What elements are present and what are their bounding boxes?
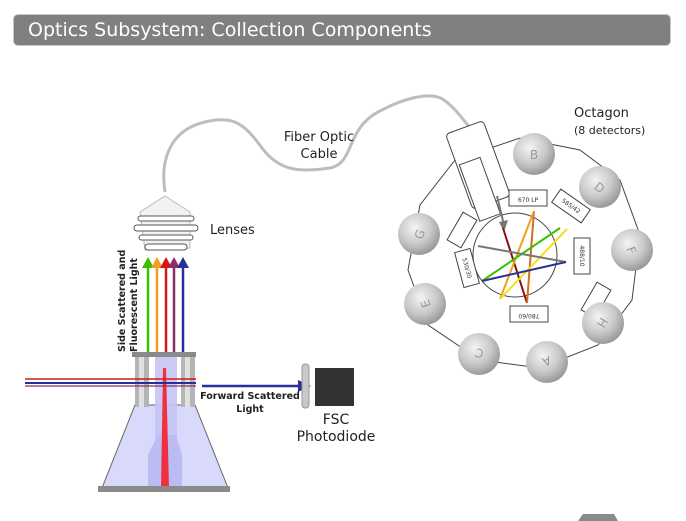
fsc-photodiode xyxy=(315,368,354,406)
side-scatter-arrows xyxy=(142,257,189,352)
svg-text:B: B xyxy=(530,148,538,162)
fiber-optic-cable xyxy=(162,94,472,193)
svg-text:F: F xyxy=(623,245,639,256)
lens-assembly xyxy=(133,195,199,251)
page-title: Optics Subsystem: Collection Components xyxy=(28,19,432,41)
lenses-label: Lenses xyxy=(210,223,255,238)
forward-scatter-label-2: Light xyxy=(236,404,264,415)
octagon-light-paths xyxy=(477,195,568,304)
bottom-tab xyxy=(578,514,618,521)
detector-b: B xyxy=(513,133,555,175)
detector-g: G xyxy=(398,213,440,255)
octagon-label-2: (8 detectors) xyxy=(574,124,645,137)
svg-text:G: G xyxy=(412,228,428,242)
fsc-label-2: Photodiode xyxy=(297,429,376,445)
side-scatter-label-1: Side Scattered and xyxy=(117,250,128,352)
filter-label: 780/60 xyxy=(518,312,539,319)
detector-e: E xyxy=(404,283,446,325)
detector-d: D xyxy=(579,166,621,208)
side-scatter-label-2: Fluorescent Light xyxy=(129,258,140,352)
detector-h: H xyxy=(582,302,624,344)
title-bar: Optics Subsystem: Collection Components xyxy=(14,15,670,45)
flow-cell xyxy=(98,352,230,492)
detector-f: F xyxy=(611,229,653,271)
fiber-label-2: Cable xyxy=(301,147,338,162)
detectors: B D F H A C E G xyxy=(398,133,653,383)
fsc-label-1: FSC xyxy=(323,412,350,428)
detector-c: C xyxy=(458,333,500,375)
detector-a: A xyxy=(526,341,568,383)
filter-label: 670 LP xyxy=(518,197,539,204)
svg-text:E: E xyxy=(418,298,434,310)
filter-label: 488/10 xyxy=(578,245,585,266)
octagon-label-1: Octagon xyxy=(574,106,629,121)
laser-beams xyxy=(25,378,196,387)
fsc-lens xyxy=(301,363,310,409)
fiber-label-1: Fiber Optic xyxy=(284,130,354,145)
forward-scatter-label-1: Forward Scattered xyxy=(200,391,300,402)
